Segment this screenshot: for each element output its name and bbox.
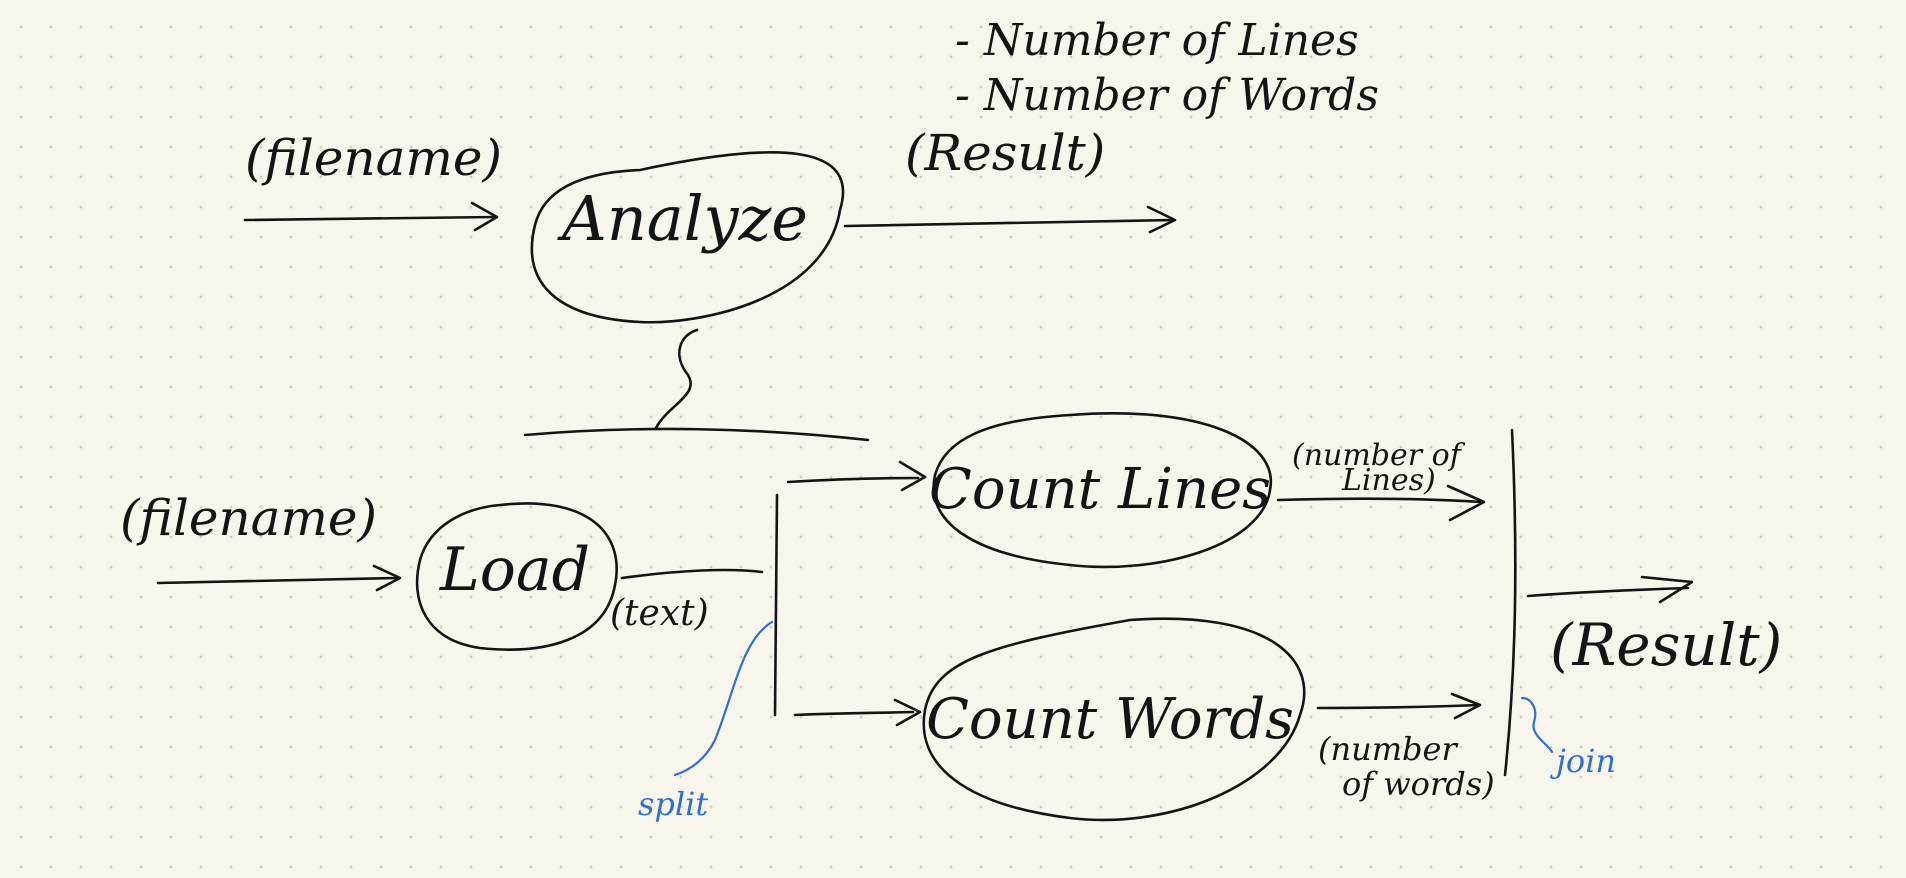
join-annotation-line xyxy=(1520,696,1554,754)
text-output: (text) xyxy=(610,568,764,634)
text-label: (text) xyxy=(610,593,709,634)
split-branch-bottom-arrowhead xyxy=(893,698,922,727)
number-of-words-label-2: of words) xyxy=(1342,765,1495,803)
number-of-lines-label-1: (number of xyxy=(1292,438,1466,473)
result-notes: - Number of Lines - Number of Words xyxy=(955,15,1379,121)
expansion-squiggle xyxy=(654,328,699,430)
note-number-of-words: - Number of Words xyxy=(955,70,1379,121)
result-bottom-arrow-line xyxy=(1526,586,1690,598)
split-annotation: split xyxy=(638,620,774,823)
result-top-arrow-line xyxy=(843,218,1175,228)
split-annotation-label: split xyxy=(638,785,708,823)
result-bottom-label: (Result) xyxy=(1550,611,1782,679)
number-of-lines-label-2: Lines) xyxy=(1341,463,1436,498)
filename-bottom-arrow-line xyxy=(156,576,400,585)
number-of-words-arrowhead xyxy=(1450,692,1482,720)
load-label: Load xyxy=(439,535,590,605)
result-top-label: (Result) xyxy=(905,124,1105,182)
note-number-of-lines: - Number of Lines xyxy=(955,15,1359,66)
filename-bottom-input: (filename) xyxy=(120,489,402,592)
number-of-lines-arrow-line xyxy=(1276,497,1484,504)
load-ellipse xyxy=(415,502,618,651)
split-bar xyxy=(773,493,779,717)
split-branch-bottom xyxy=(793,710,915,717)
split-branch-top xyxy=(786,476,920,484)
result-bottom-arrowhead xyxy=(1640,575,1694,604)
filename-bottom-label: (filename) xyxy=(120,489,377,547)
analyze-ellipse xyxy=(530,151,845,324)
filename-top-arrowhead xyxy=(470,201,499,232)
number-of-words-output: (number of words) xyxy=(1316,692,1495,803)
count-lines-label: Count Lines xyxy=(929,457,1271,522)
number-of-lines-output: (number of Lines) xyxy=(1276,438,1486,522)
filename-bottom-arrowhead xyxy=(372,564,402,592)
analyze-label: Analyze xyxy=(557,182,808,255)
analyze-node: Analyze xyxy=(530,151,845,324)
join-bar xyxy=(1503,428,1517,777)
filename-top-arrow-line xyxy=(243,215,497,222)
count-words-ellipse xyxy=(922,617,1306,822)
number-of-words-arrow-line xyxy=(1316,703,1480,710)
text-output-line xyxy=(620,568,764,580)
count-lines-node: Count Lines xyxy=(929,411,1273,569)
split-branch-top-arrowhead xyxy=(898,460,927,492)
join-annotation: join xyxy=(1520,696,1616,780)
number-of-lines-arrowhead xyxy=(1446,484,1486,522)
filename-top-label: (filename) xyxy=(245,129,502,187)
expansion-separator-line xyxy=(523,427,870,442)
result-top-arrowhead xyxy=(1146,205,1177,234)
count-words-label: Count Words xyxy=(926,687,1294,752)
count-words-node: Count Words xyxy=(922,617,1306,822)
number-of-words-label-1: (number xyxy=(1318,730,1458,768)
join-annotation-label: join xyxy=(1550,742,1616,780)
count-lines-ellipse xyxy=(932,411,1273,569)
load-node: Load xyxy=(415,502,618,651)
filename-top-input: (filename) xyxy=(243,129,502,232)
split-annotation-line xyxy=(673,620,774,777)
result-top-output: (Result) xyxy=(843,124,1177,234)
